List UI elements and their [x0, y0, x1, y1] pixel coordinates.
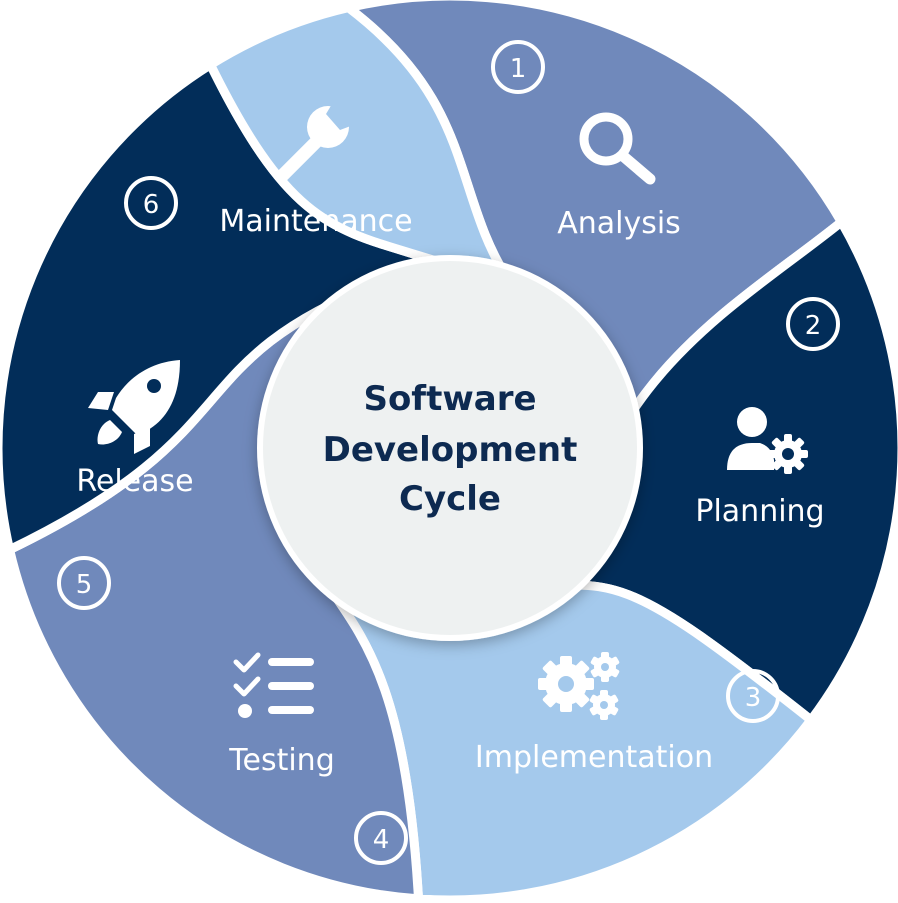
stage-implementation: 3 — [475, 652, 780, 775]
number-badge-1 — [491, 40, 545, 94]
stage-label-planning: Planning — [695, 494, 824, 529]
number-badge-3 — [726, 669, 780, 723]
stage-number-6: 6 — [143, 190, 160, 220]
stage-testing: 4 Testing — [228, 652, 408, 865]
checklist-icon — [233, 652, 314, 718]
stage-number-2: 2 — [805, 311, 822, 341]
number-badge-6 — [124, 176, 178, 230]
rocket-icon — [88, 360, 180, 454]
stage-number-5: 5 — [76, 570, 93, 600]
stage-number-1: 1 — [510, 54, 527, 84]
stage-number-3: 3 — [745, 683, 762, 713]
stage-release: 5 Release — [57, 360, 194, 610]
center-circle — [257, 255, 643, 641]
stage-analysis: 1 Analysis — [491, 40, 681, 241]
stage-planning: 2 Planning — [695, 297, 840, 529]
stage-label-implementation: Implementation — [475, 740, 713, 775]
magnifier-icon — [579, 112, 656, 185]
wrench-icon — [275, 104, 356, 183]
stage-label-testing: Testing — [228, 743, 334, 778]
center-hub: Software Development Cycle — [257, 255, 643, 641]
user-gear-icon — [727, 407, 808, 474]
center-title-line-3: Cycle — [399, 479, 501, 519]
stage-maintenance: 6 Maintenance — [124, 104, 413, 239]
number-badge-2 — [786, 297, 840, 351]
stage-label-maintenance: Maintenance — [219, 204, 412, 239]
stage-number-4: 4 — [373, 825, 390, 855]
center-title-line-2: Development — [323, 430, 578, 470]
stage-label-analysis: Analysis — [557, 206, 681, 241]
center-title-line-1: Software — [363, 379, 536, 419]
stage-label-release: Release — [76, 464, 193, 499]
number-badge-5 — [57, 556, 111, 610]
number-badge-4 — [354, 811, 408, 865]
gears-icon — [538, 652, 620, 720]
